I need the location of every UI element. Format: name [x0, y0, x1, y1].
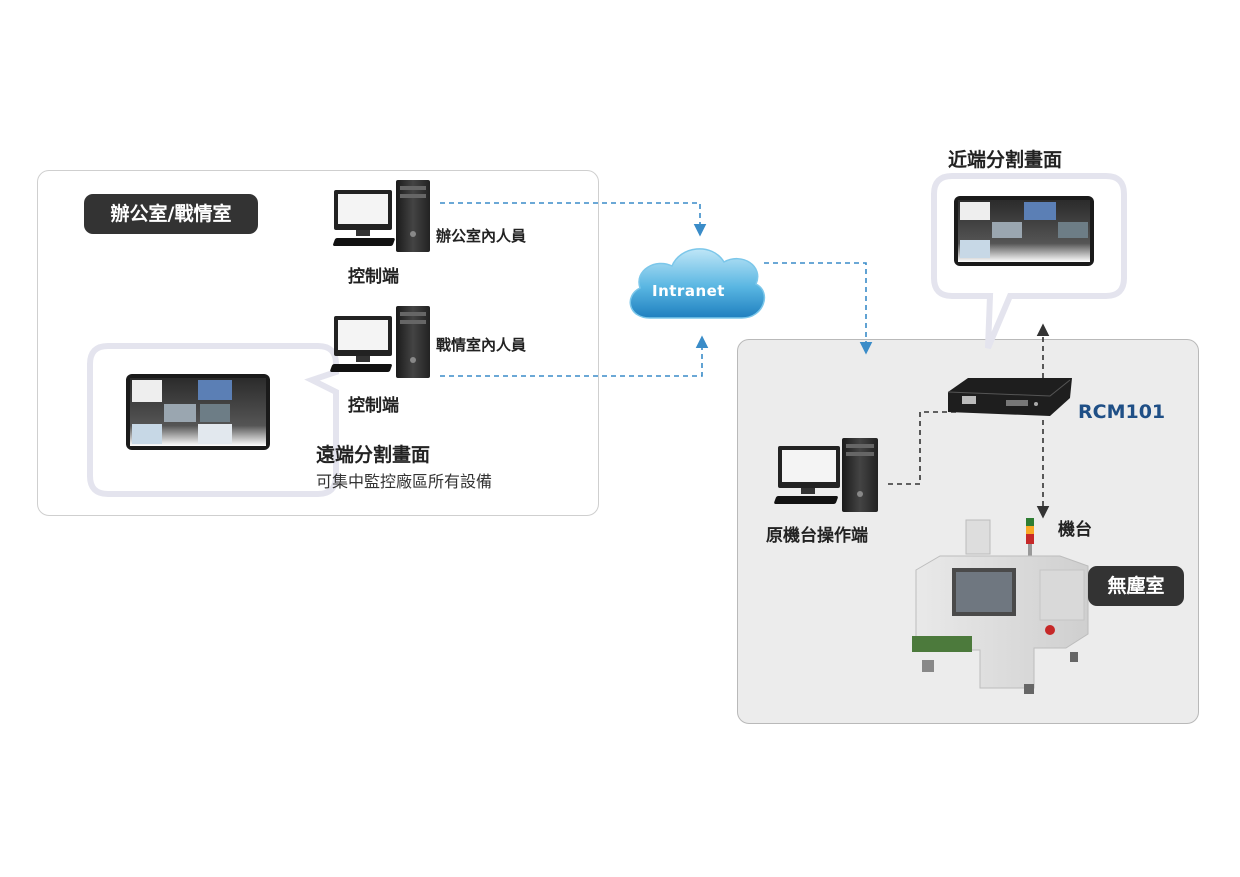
office-person-label: 辦公室內人員: [436, 227, 527, 245]
office-role-label: 控制端: [348, 267, 399, 287]
office-room-title: 辦公室/戰情室: [84, 194, 258, 234]
link-office-to-cloud: [440, 202, 707, 237]
intranet-label: Intranet: [652, 282, 725, 300]
warroom-person-label: 戰情室內人員: [436, 336, 527, 354]
remote-view-title: 遠端分割畫面: [316, 444, 431, 466]
link-cloud-to-cleanroom: [764, 262, 873, 355]
office-computer-icon: [333, 180, 430, 252]
machine-label: 機台: [1058, 520, 1092, 540]
intranet-links: [440, 202, 873, 377]
machine-icon: [912, 518, 1089, 694]
remote-view-description: 可集中監控廠區所有設備: [316, 472, 493, 491]
warroom-role-label: 控制端: [348, 396, 399, 416]
intranet-cloud-icon: [629, 248, 766, 319]
near-view-title: 近端分割畫面: [948, 149, 1063, 171]
rcm101-device-icon: [947, 378, 1072, 416]
link-operator-to-rcm: [888, 411, 958, 485]
operator-computer-icon: [774, 438, 878, 512]
rcm101-label: RCM101: [1078, 401, 1166, 423]
near-view-bubble: [931, 173, 1127, 350]
clean-room-title: 無塵室: [1088, 566, 1184, 606]
device-links: [888, 323, 1050, 519]
warroom-computer-icon: [330, 306, 430, 378]
operator-label: 原機台操作端: [766, 526, 868, 546]
link-warroom-to-cloud: [440, 335, 709, 377]
remote-view-bubble: [87, 343, 339, 497]
